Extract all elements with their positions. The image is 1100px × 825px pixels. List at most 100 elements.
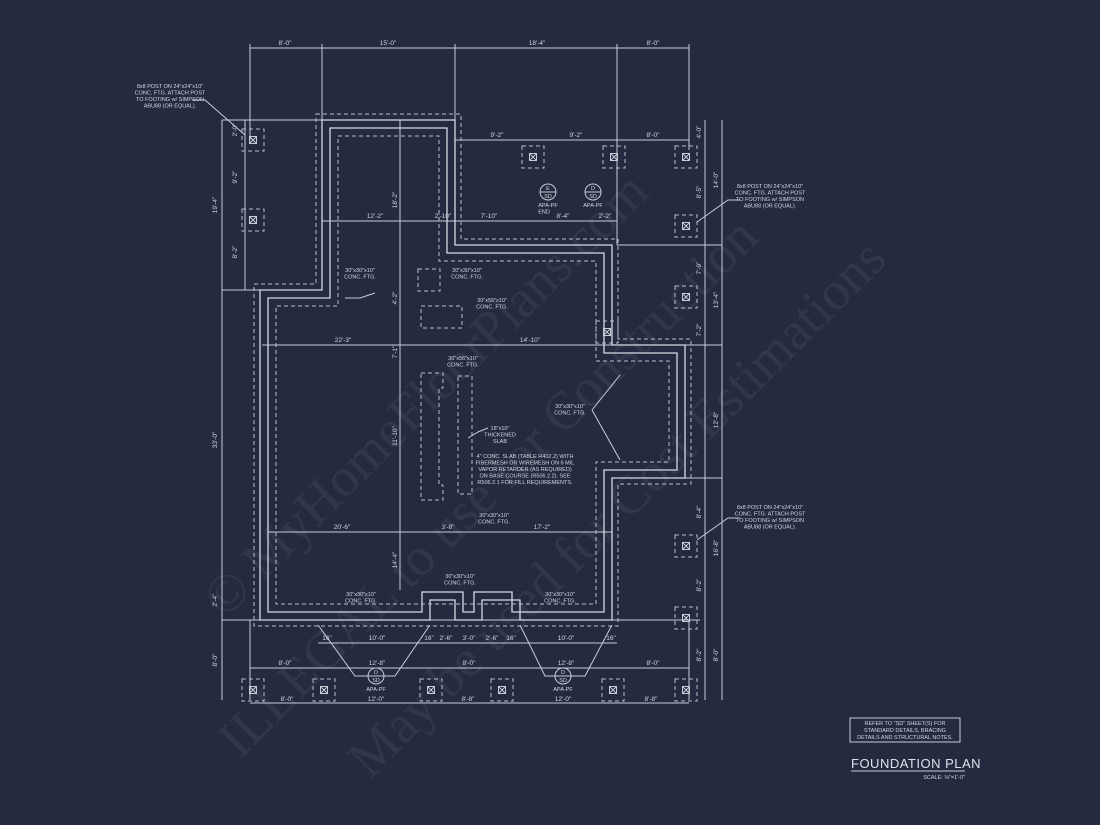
- detail-tag-e-sd: E SD APA-PF END: [538, 183, 558, 216]
- post-footings: [241, 128, 698, 702]
- slab-note: 4" CONC. SLAB (TABLE R402.2) WITHFIBERME…: [476, 454, 575, 486]
- thickened-slab-label-line: 18"x10": [491, 426, 510, 432]
- footing-label-line: CONC. FTG.: [345, 599, 377, 605]
- detail-caption: APA-PF: [366, 687, 386, 693]
- post-footing: [241, 128, 265, 152]
- footing-label-line: CONC. FTG.: [344, 275, 376, 281]
- dimension-label: 8'-0": [713, 648, 720, 662]
- slab-note-line: R506.2.1 FOR FILL REQUIREMENTS.: [477, 480, 573, 486]
- title-block: FOUNDATION PLAN SCALE: ⅛"=1'-0": [851, 756, 981, 781]
- dimension-label: 16'-8": [713, 539, 720, 556]
- dimension-label: 12'-2": [367, 213, 384, 220]
- detail-caption: APA-PF: [538, 203, 558, 209]
- detail-caption-2: END: [538, 210, 550, 216]
- detail-tag-d-sd: D SD APA-PF: [366, 667, 386, 693]
- post-icon: [682, 293, 690, 301]
- post-icon: [529, 153, 537, 161]
- post-note-line: 8x8 POST ON 24"x24"x10": [137, 84, 203, 90]
- dimension-label: 18'-4": [529, 40, 546, 47]
- dimension-label: 7'-2": [696, 323, 703, 337]
- post-icon: [682, 542, 690, 550]
- dimension-label: 14'-4": [392, 551, 399, 568]
- dimension-label: 8'-2": [232, 245, 239, 259]
- general-note-line: DETAILS AND STRUCTURAL NOTES.: [857, 735, 953, 741]
- footing-label: 30"x56"x10"CONC. FTG.: [476, 298, 508, 311]
- post-footing: [674, 678, 698, 702]
- dimension-label: 2'-4": [212, 593, 219, 607]
- dimension-label: 2'-6": [440, 635, 454, 642]
- dimension-label: 12'-8": [558, 660, 575, 667]
- post-footing: [521, 145, 545, 169]
- dimension-label: 12'-0": [555, 696, 572, 703]
- dimension-label: 12'-8": [369, 660, 386, 667]
- footing-label-line: 30"x30"x10": [452, 268, 482, 274]
- detail-tag-d-sd: D SD APA-PF: [583, 183, 603, 209]
- dimension-label: 2'-10": [435, 213, 452, 220]
- thickened-slab-label-line: THICKENED: [484, 433, 516, 439]
- dimension-label: 10'-0": [558, 635, 575, 642]
- post-icon: [498, 686, 506, 694]
- dimension-label: 8'-0": [647, 132, 661, 139]
- post-note-line: TO FOOTING w/ SIMPSON: [736, 197, 804, 203]
- dimension-label: 3'-8": [442, 524, 456, 531]
- post-icon: [320, 686, 328, 694]
- general-note-line: STANDARD DETAILS, BRACING: [864, 728, 946, 734]
- dimension-label: 22'-3": [335, 337, 352, 344]
- dimension-label: 17'-2": [534, 524, 551, 531]
- detail-letter: E: [546, 186, 550, 192]
- footing-label-line: CONC. FTG.: [444, 581, 476, 587]
- detail-sheet: SD: [544, 194, 552, 200]
- post-icon: [682, 614, 690, 622]
- dimension-label: 9'-2": [232, 170, 239, 184]
- footing-label-line: 30"x30"x10": [545, 592, 575, 598]
- footing-label-line: 30"x56"x10": [477, 298, 507, 304]
- detail-tags: E SD APA-PF END D SD APA-PF D SD APA-PF …: [366, 183, 603, 693]
- post-icon: [682, 686, 690, 694]
- footing-label: 30"x56"x10"CONC. FTG.: [447, 356, 479, 369]
- footing-label-line: 30"x30"x10": [346, 592, 376, 598]
- footing-label: 30"x30"x10"CONC. FTG.: [344, 268, 376, 281]
- post-footing: [602, 145, 626, 169]
- post-note: 8x8 POST ON 24"x24"x10"CONC. FTG. ATTACH…: [135, 84, 206, 110]
- dimension-label: 8'-5": [696, 185, 703, 199]
- dimension-label: 8'-4": [696, 505, 703, 519]
- footing-label: 30"x30"x10"CONC. FTG.: [345, 592, 377, 605]
- detail-caption: APA-PF: [583, 203, 603, 209]
- footing-label-line: CONC. FTG.: [478, 520, 510, 526]
- post-footing: [674, 145, 698, 169]
- general-note-box: REFER TO "SD" SHEET(S) FOR STANDARD DETA…: [849, 717, 961, 743]
- post-footing: [595, 320, 619, 344]
- post-footing: [674, 534, 698, 558]
- footing-label: 30"x30"x10"CONC. FTG.: [451, 268, 483, 281]
- dimension-label: 8'-0": [212, 653, 219, 667]
- footing-label-line: CONC. FTG.: [447, 363, 479, 369]
- post-icon: [609, 686, 617, 694]
- footing-label-line: 30"x30"x10": [479, 513, 509, 519]
- detail-caption: APA-PF: [553, 687, 573, 693]
- slab-note-line: ON BASE COURSE (R506.2.2). SEE: [479, 474, 570, 480]
- dimension-label: 8'-8": [645, 696, 659, 703]
- dimension-label: 4'-2": [392, 291, 399, 305]
- footing-label: 30"x30"x10"CONC. FTG.: [544, 592, 576, 605]
- dimension-label: 16": [606, 635, 616, 642]
- post-icon: [603, 328, 611, 336]
- dimension-label: 14'-0": [713, 171, 720, 188]
- thickened-slab-label-line: SLAB: [493, 439, 507, 445]
- dimension-label: 13'-4": [713, 291, 720, 308]
- dimension-label: 2'-0": [232, 123, 239, 137]
- post-footing: [674, 214, 698, 238]
- post-note-line: 8x8 POST ON 24"x24"x10": [737, 184, 803, 190]
- post-note: 8x8 POST ON 24"x24"x10"CONC. FTG. ATTACH…: [735, 505, 806, 531]
- dimension-label: 2'-6": [486, 635, 500, 642]
- footing-label: 30"x30"x10"CONC. FTG.: [444, 574, 476, 587]
- detail-letter: D: [591, 186, 595, 192]
- footing-label-line: CONC. FTG.: [451, 275, 483, 281]
- drawing-title: FOUNDATION PLAN: [851, 756, 981, 771]
- post-footing: [312, 678, 336, 702]
- detail-sheet: SD: [559, 678, 567, 684]
- dimension-labels: 8'-0"15'-0"18'-4"8'-0"9'-2"9'-2"8'-0"12'…: [212, 40, 720, 703]
- footing-label-line: CONC. FTG.: [476, 305, 508, 311]
- detail-sheet: SD: [589, 194, 597, 200]
- post-note: 8x8 POST ON 24"x24"x10"CONC. FTG. ATTACH…: [735, 184, 806, 210]
